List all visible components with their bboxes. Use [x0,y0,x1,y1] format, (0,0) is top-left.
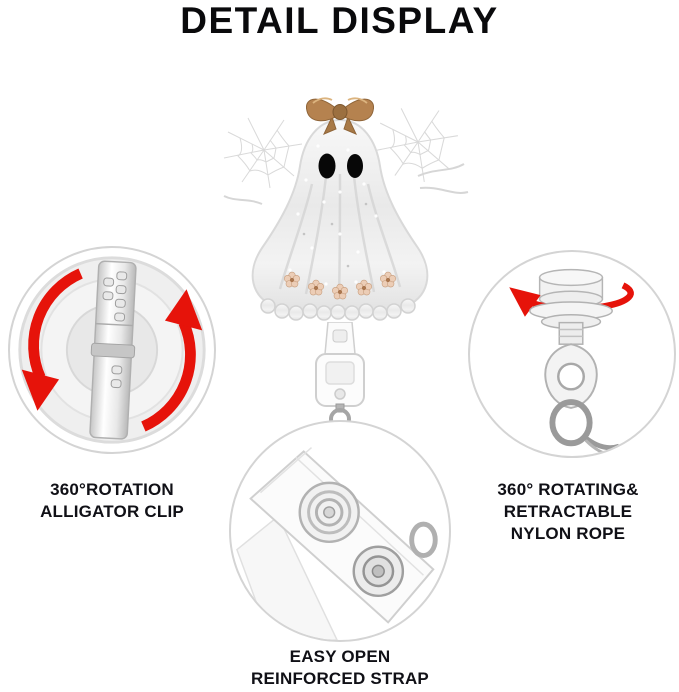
ghost-badge-topper-image [223,97,469,321]
snap-button-bottom [352,545,405,598]
label-line: REINFORCED STRAP [251,669,429,688]
label-reinforced-strap: EASY OPEN REINFORCED STRAP [225,646,455,690]
label-line: RETRACTABLE [503,502,633,521]
metal-ring-icon [549,399,620,456]
lace-hem [260,298,416,321]
strap-snaps-image [236,446,438,640]
sparkle-dots [288,144,386,286]
label-line: ALLIGATOR CLIP [40,502,184,521]
label-line: NYLON ROPE [510,524,626,543]
glitter-sprigs [223,163,469,205]
page-title: DETAIL DISPLAY [180,0,499,41]
glitter-specks [302,202,368,268]
label-nylon-rope: 360° ROTATING& RETRACTABLE NYLON ROPE [458,479,678,545]
badge-strap-connector-image [315,322,365,430]
callout-nylon-rope [468,250,676,458]
ghost-eyes [318,153,363,179]
label-line: 360°ROTATION [50,480,174,499]
swivel-body [529,301,613,409]
rotation-arrows-icon [21,268,203,432]
callout-reinforced-strap [229,420,451,642]
label-line: 360° ROTATING& [497,480,639,499]
alligator-clip [89,260,137,440]
callout-alligator-clip [8,246,216,454]
label-line: EASY OPEN [289,647,391,666]
swivel-rope-image [509,268,634,456]
snap-button-top [298,481,360,544]
alligator-clip-image [18,256,206,444]
d-ring-icon [409,521,438,559]
label-alligator-clip: 360°ROTATION ALLIGATOR CLIP [2,479,222,523]
bow-icon [306,97,374,135]
ghost-body [251,118,429,321]
